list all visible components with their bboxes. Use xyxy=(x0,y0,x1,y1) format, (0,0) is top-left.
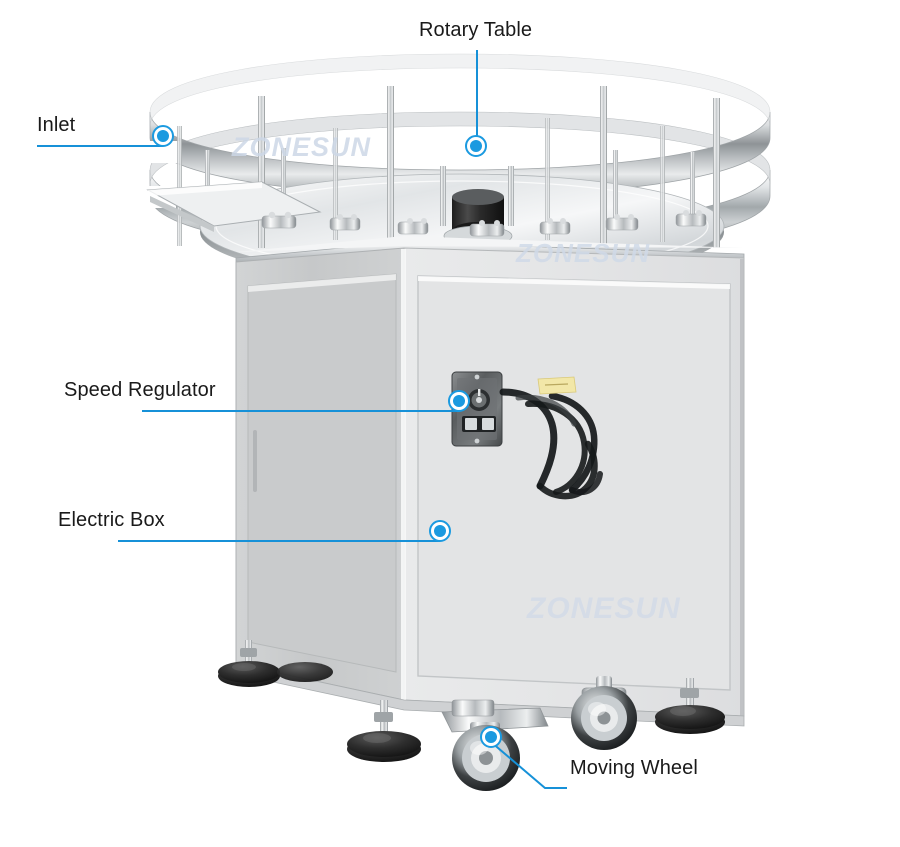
caster-wheels xyxy=(441,676,637,791)
cord-tag xyxy=(537,376,577,395)
power-cord xyxy=(499,388,603,500)
callout-label-inlet: Inlet xyxy=(37,114,76,136)
caster-wheel xyxy=(441,699,549,791)
leveling-feet xyxy=(218,640,725,762)
speed-regulator-panel xyxy=(451,371,503,447)
leader-line-electric-box xyxy=(118,540,440,542)
guard-rail-posts xyxy=(177,86,720,248)
leader-line-speed-regulator xyxy=(142,410,459,412)
callout-label-speed-regulator: Speed Regulator xyxy=(64,379,216,401)
callout-label-rotary-table: Rotary Table xyxy=(419,19,533,41)
callout-label-moving-wheel: Moving Wheel xyxy=(570,757,698,779)
watermark-zonesun-door: ZONESUN xyxy=(527,592,681,625)
leveling-foot xyxy=(218,640,280,687)
leader-line-rotary-table xyxy=(476,50,478,136)
marker-electric-box[interactable] xyxy=(429,520,451,542)
marker-rotary-table[interactable] xyxy=(465,135,487,157)
leveling-foot xyxy=(655,678,725,734)
rim-bracket-bolts xyxy=(268,210,702,226)
leveling-foot xyxy=(347,700,421,762)
watermark-zonesun-frame: ZONESUN xyxy=(516,238,651,268)
rim-brackets xyxy=(261,213,707,237)
marker-inlet[interactable] xyxy=(152,125,174,147)
marker-speed-regulator[interactable] xyxy=(448,390,470,412)
caster-wheel xyxy=(571,676,637,750)
watermark-zonesun-rail: ZONESUN xyxy=(232,132,372,162)
inlet-chute xyxy=(146,181,322,232)
callout-label-electric-box: Electric Box xyxy=(58,509,165,531)
rail-support-studs xyxy=(205,148,695,226)
leveling-foot xyxy=(277,662,333,682)
leader-line-inlet xyxy=(37,145,163,147)
marker-moving-wheel[interactable] xyxy=(480,726,502,748)
